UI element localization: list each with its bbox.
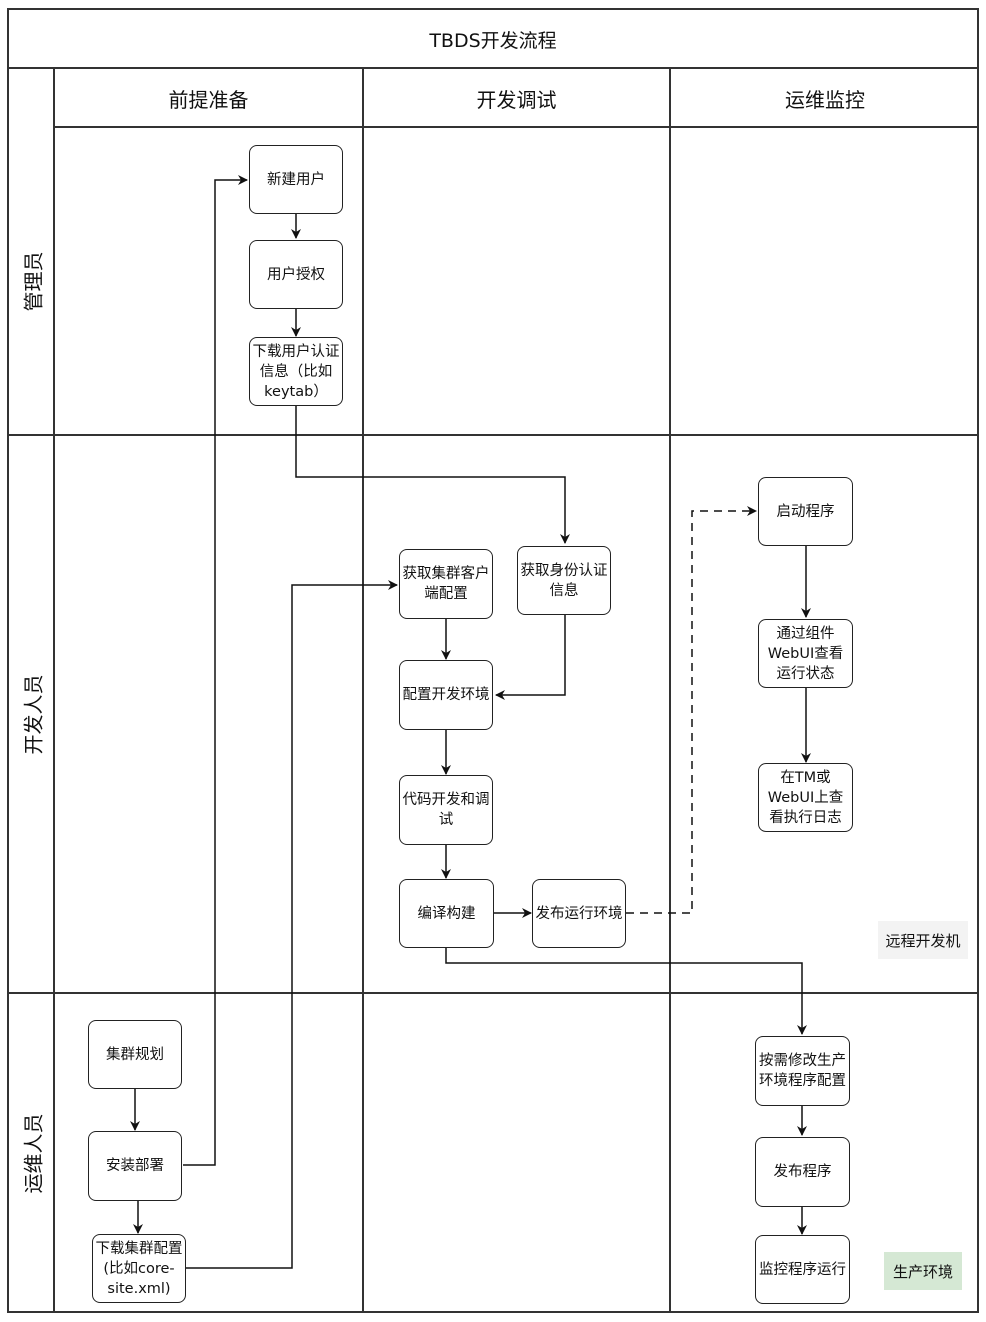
swimlane-frame	[7, 8, 979, 1313]
lane-divider-admin-developer	[7, 434, 979, 436]
lane-label-developer-text: 开发人员	[21, 674, 45, 754]
node-publish-program[interactable]: 发布程序	[755, 1137, 850, 1207]
lane-label-developer: 开发人员	[9, 436, 54, 992]
node-download-keytab[interactable]: 下载用户认证信息（比如keytab）	[249, 337, 343, 406]
note-remote-dev-machine: 远程开发机	[878, 921, 968, 959]
node-authorize-user[interactable]: 用户授权	[249, 240, 343, 309]
lane-label-admin: 管理员	[9, 128, 54, 434]
lane-divider-developer-operator	[7, 992, 979, 994]
node-view-logs[interactable]: 在TM或WebUI上查看执行日志	[758, 763, 853, 832]
node-start-program[interactable]: 启动程序	[758, 477, 853, 546]
node-cluster-plan[interactable]: 集群规划	[88, 1020, 182, 1089]
lane-label-operator-text: 运维人员	[21, 1113, 45, 1193]
node-code-debug[interactable]: 代码开发和调试	[399, 775, 493, 845]
column-header-divider	[54, 126, 979, 128]
node-download-cluster-config[interactable]: 下载集群配置(比如core-site.xml)	[92, 1234, 186, 1303]
lane-label-divider	[53, 68, 55, 1313]
node-config-dev-env[interactable]: 配置开发环境	[399, 660, 493, 730]
lane-label-admin-text: 管理员	[21, 251, 45, 311]
column-divider-1	[362, 68, 364, 1313]
note-production-env: 生产环境	[884, 1252, 962, 1290]
lane-label-operator: 运维人员	[9, 994, 54, 1312]
node-install-deploy[interactable]: 安装部署	[88, 1131, 182, 1201]
column-header-prep: 前提准备	[168, 88, 249, 112]
node-get-client-config[interactable]: 获取集群客户端配置	[399, 549, 493, 619]
node-monitor-program[interactable]: 监控程序运行	[755, 1235, 850, 1304]
title-divider	[7, 67, 979, 69]
node-create-user[interactable]: 新建用户	[249, 145, 343, 214]
column-header-ops: 运维监控	[785, 88, 865, 112]
node-get-auth-info[interactable]: 获取身份认证信息	[517, 546, 611, 615]
diagram-title: TBDS开发流程	[429, 29, 557, 52]
node-modify-prod-config[interactable]: 按需修改生产环境程序配置	[755, 1036, 850, 1106]
column-header-dev: 开发调试	[476, 88, 557, 112]
node-view-webui-status[interactable]: 通过组件WebUI查看运行状态	[758, 619, 853, 688]
node-compile-build[interactable]: 编译构建	[399, 879, 494, 948]
column-divider-2	[669, 68, 671, 1313]
node-publish-run-env[interactable]: 发布运行环境	[532, 879, 626, 948]
